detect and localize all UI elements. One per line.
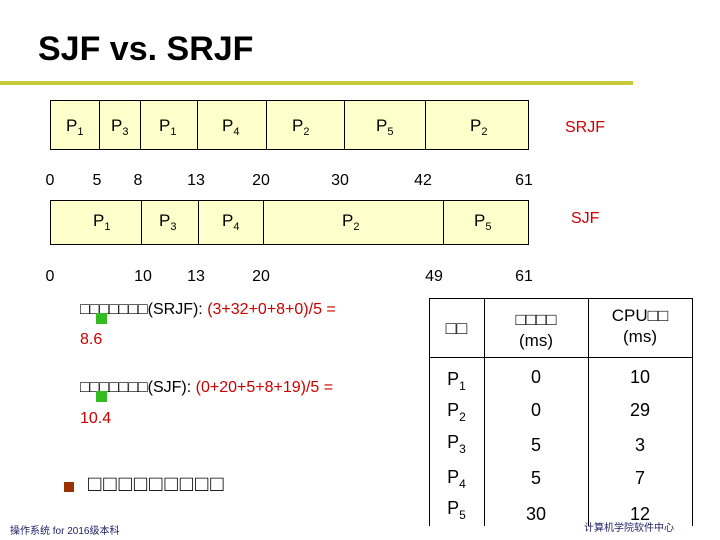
table-row-arrival: 0 xyxy=(530,367,541,387)
sjf-time-tick: 0 xyxy=(45,268,55,285)
table-row-cpu: 3 xyxy=(634,435,645,455)
sjf-segment xyxy=(142,201,199,244)
table-hline xyxy=(429,357,693,358)
sjf-time-tick: 61 xyxy=(515,268,533,285)
table-row-arrival: 5 xyxy=(530,468,541,488)
srjf-segment xyxy=(141,101,198,149)
sjf-time-tick: 10 xyxy=(134,268,152,285)
sjf-segment xyxy=(264,201,444,244)
footer-department-label: 计算机学院软件中心 xyxy=(584,523,674,534)
srjf-avg-wait-formula: □□□□□□□(SRJF): (3+32+0+8+0)/5 = xyxy=(80,301,336,319)
srjf-tag: SRJF xyxy=(565,119,605,136)
title-underline xyxy=(0,81,633,85)
bullet-icon xyxy=(64,482,74,492)
sjf-avg-wait-result: 10.4 xyxy=(80,410,112,427)
sjf-formula-expr: (0+20+5+8+19)/5 = xyxy=(195,379,334,396)
table-row-cpu: 12 xyxy=(629,504,651,524)
table-header-process: □□ xyxy=(445,318,468,338)
srjf-time-tick: 20 xyxy=(252,172,270,189)
srjf-segment xyxy=(267,101,345,149)
sjf-formula-prefix: □□□□□□□(SJF): xyxy=(80,379,196,396)
table-vline xyxy=(429,298,430,526)
srjf-time-tick: 0 xyxy=(45,172,55,189)
srjf-process-label: P3 xyxy=(111,116,129,138)
sjf-process-label: P5 xyxy=(474,211,492,233)
sjf-process-label: P4 xyxy=(222,211,240,233)
page-title: SJF vs. SRJF xyxy=(38,30,254,68)
table-hline xyxy=(429,298,693,299)
srjf-formula-expr: (3+32+0+8+0)/5 = xyxy=(207,301,336,318)
srjf-time-tick: 42 xyxy=(414,172,432,189)
srjf-process-label: P1 xyxy=(159,116,177,138)
table-row-process: P3 xyxy=(447,432,466,456)
sjf-segment xyxy=(51,201,142,244)
table-header-cpu: CPU□□ (ms) xyxy=(611,306,669,346)
sjf-time-tick: 20 xyxy=(252,268,270,285)
sjf-time-tick: 49 xyxy=(425,268,443,285)
bullet-text: □□□□□□□□□ xyxy=(88,471,226,496)
table-row-process: P1 xyxy=(447,369,466,393)
table-row-process: P5 xyxy=(447,498,466,522)
table-row-cpu: 29 xyxy=(629,400,651,420)
srjf-time-tick: 61 xyxy=(515,172,533,189)
sjf-time-tick: 13 xyxy=(187,268,205,285)
srjf-time-tick: 8 xyxy=(133,172,143,189)
srjf-process-label: P2 xyxy=(470,116,488,138)
table-vline xyxy=(588,298,589,526)
sjf-process-label: P1 xyxy=(93,211,111,233)
sjf-process-label: P3 xyxy=(159,211,177,233)
table-vline xyxy=(484,298,485,526)
srjf-avg-wait-result: 8.6 xyxy=(80,331,103,348)
sjf-tag: SJF xyxy=(571,210,600,227)
srjf-segment xyxy=(100,101,141,149)
srjf-time-tick: 30 xyxy=(331,172,349,189)
bullet-icon xyxy=(96,391,107,402)
srjf-process-label: P2 xyxy=(292,116,310,138)
srjf-segment xyxy=(51,101,100,149)
srjf-segment xyxy=(198,101,267,149)
footer-course-label: 操作系统 for 2016级本科 xyxy=(10,526,120,537)
sjf-segment xyxy=(199,201,264,244)
bullet-icon xyxy=(96,313,107,324)
table-row-cpu: 10 xyxy=(629,367,651,387)
srjf-process-label: P5 xyxy=(376,116,394,138)
table-row-process: P2 xyxy=(447,400,466,424)
table-row-cpu: 7 xyxy=(634,468,645,488)
table-row-arrival: 30 xyxy=(525,504,547,524)
srjf-formula-prefix: □□□□□□□(SRJF): xyxy=(80,301,208,318)
table-row-process: P4 xyxy=(447,467,466,491)
srjf-segment xyxy=(345,101,426,149)
table-header-arrival: □□□□ (ms) xyxy=(515,310,557,350)
srjf-time-tick: 5 xyxy=(92,172,102,189)
srjf-process-label: P1 xyxy=(66,116,84,138)
srjf-process-label: P4 xyxy=(222,116,240,138)
table-row-arrival: 5 xyxy=(530,435,541,455)
table-vline xyxy=(692,298,693,526)
sjf-process-label: P2 xyxy=(342,211,360,233)
sjf-avg-wait-formula: □□□□□□□(SJF): (0+20+5+8+19)/5 = xyxy=(80,379,333,397)
srjf-gantt-bar xyxy=(50,100,529,150)
srjf-time-tick: 13 xyxy=(187,172,205,189)
sjf-gantt-bar xyxy=(50,200,529,245)
table-row-arrival: 0 xyxy=(530,400,541,420)
